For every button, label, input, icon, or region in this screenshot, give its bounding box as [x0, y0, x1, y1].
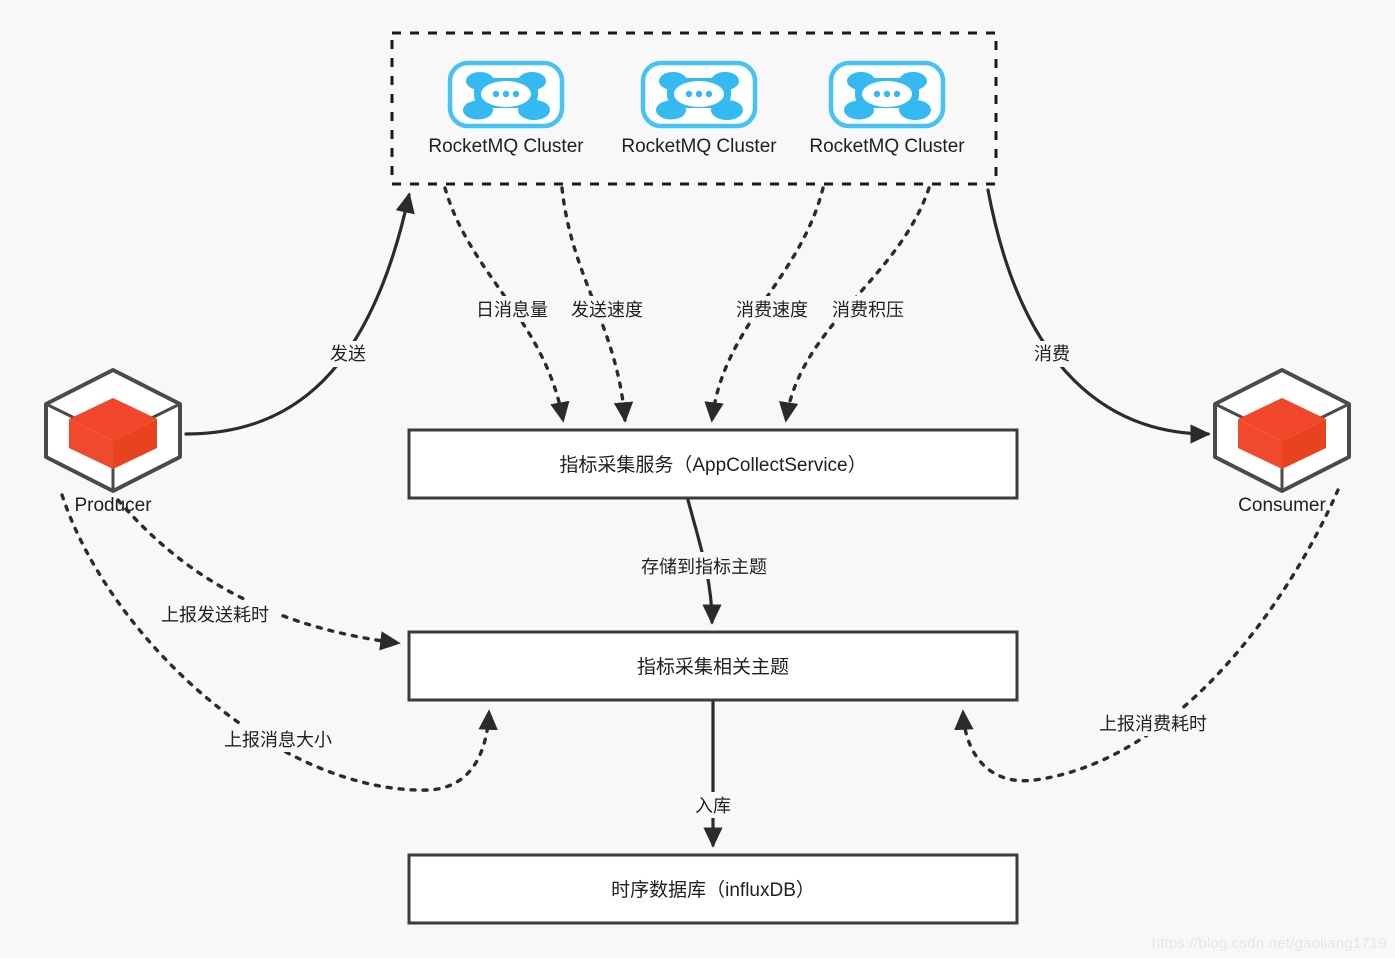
- edge-label-report-message-size-text: 上报消息大小: [224, 730, 332, 750]
- rocketmq-icon-glyph: [463, 72, 550, 120]
- rocketmq-icon-glyph: [656, 72, 743, 120]
- edge-label-daily-message-count: 日消息量: [464, 296, 560, 322]
- box-influxdb-rect: [407, 853, 1019, 925]
- watermark: https://blog.csdn.net/gaoliang1719: [1151, 935, 1387, 952]
- cluster-node-2[interactable]: RocketMQ Cluster: [621, 60, 777, 157]
- producer-node[interactable]: Producer: [44, 368, 182, 516]
- edge-label-send-speed: 发送速度: [559, 296, 655, 322]
- box-metrics-topic[interactable]: 指标采集相关主题: [407, 630, 1019, 702]
- edge-label-consume-text: 消费: [1034, 344, 1070, 364]
- box-influxdb-label: 时序数据库（influxDB）: [611, 879, 815, 901]
- edge-cluster-to-consumer: [986, 188, 1211, 444]
- edge-label-send-text: 发送: [330, 344, 366, 364]
- cluster-node-1-label: RocketMQ Cluster: [428, 136, 584, 157]
- box-metrics-topic-label: 指标采集相关主题: [637, 656, 789, 678]
- edge-label-persist-text: 入库: [695, 796, 731, 816]
- cube-icon: [1213, 368, 1351, 493]
- cluster-node-3[interactable]: RocketMQ Cluster: [809, 60, 965, 157]
- edge-label-send: 发送: [321, 341, 375, 367]
- edge-label-consume: 消费: [1025, 341, 1079, 367]
- edge-label-report-message-size: 上报消息大小: [213, 725, 343, 752]
- edge-label-consume-speed-text: 消费速度: [736, 300, 808, 320]
- box-app-collect-service[interactable]: 指标采集服务（AppCollectService）: [407, 428, 1019, 500]
- edge-label-consume-backlog: 消费积压: [820, 296, 916, 322]
- consumer-label: Consumer: [1238, 495, 1326, 516]
- edge-label-consume-backlog-text: 消费积压: [832, 300, 904, 320]
- edge-label-persist: 入库: [686, 792, 740, 818]
- edge-label-report-consume-cost: 上报消费耗时: [1088, 709, 1218, 736]
- edge-label-store-to-topic-text: 存储到指标主题: [641, 557, 767, 577]
- edge-label-send-speed-text: 发送速度: [571, 300, 643, 320]
- edge-label-report-send-cost-text: 上报发送耗时: [161, 605, 269, 625]
- edge-report-consume-cost: [954, 488, 1340, 783]
- cluster-node-2-label: RocketMQ Cluster: [621, 136, 777, 157]
- edge-report-send-cost: [116, 498, 401, 651]
- edge-label-consume-speed: 消费速度: [724, 296, 820, 322]
- edge-label-store-to-topic: 存储到指标主题: [629, 552, 779, 579]
- edge-report-message-size: [60, 493, 498, 792]
- edge-producer-to-cluster: [184, 192, 415, 436]
- box-influxdb[interactable]: 时序数据库（influxDB）: [407, 853, 1019, 925]
- edge-label-report-send-cost: 上报发送耗时: [150, 600, 280, 627]
- producer-label: Producer: [74, 495, 152, 516]
- edge-consume-backlog: [778, 186, 931, 423]
- consumer-node[interactable]: Consumer: [1213, 368, 1351, 516]
- box-app-collect-service-label: 指标采集服务（AppCollectService）: [559, 454, 866, 476]
- cluster-node-3-label: RocketMQ Cluster: [809, 136, 965, 157]
- edge-label-report-consume-cost-text: 上报消费耗时: [1099, 714, 1207, 734]
- edge-label-daily-message-count-text: 日消息量: [476, 300, 548, 320]
- box-metrics-topic-rect: [407, 630, 1019, 702]
- cube-icon: [44, 368, 182, 493]
- rocketmq-icon-glyph: [844, 72, 931, 120]
- box-app-collect-service-rect: [407, 428, 1019, 500]
- cluster-node-1[interactable]: RocketMQ Cluster: [428, 60, 584, 157]
